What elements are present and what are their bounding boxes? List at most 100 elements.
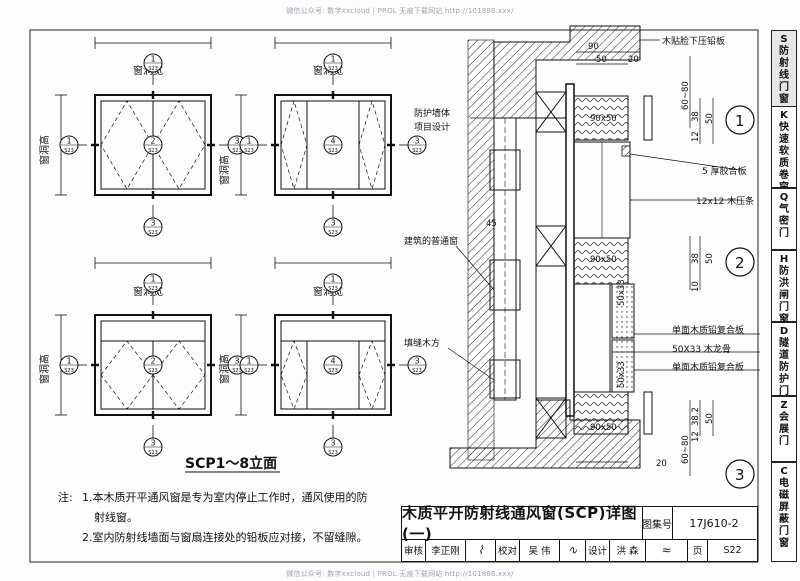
- dim-10-mid: 10: [691, 281, 701, 292]
- sidetab-char: 电: [779, 478, 789, 489]
- bubble-number: 3: [150, 219, 155, 228]
- sidetab-char: 门: [779, 302, 789, 313]
- bubble-sheet: S23: [148, 148, 158, 154]
- set-number: 17J610-2: [672, 507, 756, 540]
- sidetab-char: K: [780, 110, 788, 121]
- member-90x50-1: 90x50: [590, 114, 617, 124]
- elevations-caption: SCP1～8立面: [185, 455, 277, 472]
- sidetab-char: 门: [779, 436, 789, 447]
- label-plywood: 5 厚胶合板: [702, 165, 747, 177]
- dim-20-top: 20: [628, 55, 639, 65]
- bubble-sheet: S23: [244, 148, 254, 154]
- sidetab-char: 气: [779, 204, 789, 215]
- bubble-number: 1: [150, 275, 155, 284]
- dim-50-bottom: 50: [705, 413, 715, 424]
- bubble-number: 1: [66, 137, 71, 146]
- member-50x33-1: 50x33: [617, 279, 627, 306]
- sidetab-char: S: [780, 34, 788, 45]
- review-label: 审核: [402, 539, 426, 561]
- bubble-number: 3: [330, 219, 335, 228]
- bubble-number: 1: [330, 275, 335, 284]
- sidetab-char: 展: [779, 424, 789, 435]
- bubble-number: 3: [234, 357, 239, 366]
- elev3-height-label: 窗洞高: [38, 354, 51, 384]
- sidetab-char: Z: [780, 400, 788, 411]
- bubble-sheet: S23: [232, 148, 242, 154]
- page-number: S22: [723, 544, 742, 556]
- dim-38-mid: 38: [691, 253, 701, 264]
- elev2-height-label: 窗洞高: [218, 155, 231, 185]
- dim-12-bottom: 12: [691, 431, 701, 442]
- label-wood-strip: 12x12 木压条: [696, 195, 754, 207]
- bubble-sheet: S23: [148, 450, 158, 456]
- sidetab-char: 护: [779, 374, 789, 385]
- sidetab-char: 窗: [779, 314, 789, 325]
- sidetab-char: 窗: [779, 94, 789, 105]
- sidetab-char: 软: [779, 146, 789, 157]
- bubble-number: 2: [150, 357, 155, 366]
- dim-38-top: 38: [691, 111, 701, 122]
- bubble-sheet: S23: [328, 66, 338, 72]
- bubble-number: 2: [150, 137, 155, 146]
- design-label: 设计: [586, 539, 610, 561]
- member-90x50-3: 90x50: [590, 423, 617, 433]
- elevation-1: [53, 35, 233, 221]
- label-normal-window: 建筑的普通窗: [404, 235, 458, 247]
- sidetab-char: 线: [779, 70, 789, 81]
- sidetab-char: 门: [779, 82, 789, 93]
- sidetab-char: 防: [779, 46, 789, 57]
- label-single-board-2: 单面木质铅复合板: [672, 361, 744, 373]
- dim-50-mid: 50: [705, 253, 715, 264]
- sidetab-char: Q: [779, 192, 789, 203]
- bubble-number: 1: [330, 55, 335, 64]
- bubble-sheet: S23: [148, 66, 158, 72]
- bubble-sheet: S23: [328, 450, 338, 456]
- reviewer-name: 李正刚: [426, 539, 466, 561]
- detail-number-1: 1: [735, 112, 745, 130]
- bubble-sheet: S23: [244, 368, 254, 374]
- note-1b: 射线窗。: [94, 511, 138, 524]
- designer-name: 洪 森: [610, 539, 646, 561]
- sidetab-char: D: [779, 326, 789, 337]
- bottom-watermark: 微信公众号: 数字xxcloud | PROL 无痕下载网站 http://10…: [286, 570, 514, 578]
- bubble-sheet: S23: [148, 230, 158, 236]
- sidetab-char: 磁: [779, 490, 789, 501]
- bubble-sheet: S23: [412, 148, 422, 154]
- bubble-sheet: S23: [328, 148, 338, 154]
- check-label: 校对: [496, 539, 520, 561]
- dim-60-80-top: 60~80: [681, 81, 691, 110]
- bubble-number: 4: [330, 357, 335, 366]
- set-label: 图集号: [642, 507, 673, 540]
- member-50x33-2: 50x33: [617, 361, 627, 388]
- reference-bubbles: 1S233S231S232S233S231S233S231S234S233S23…: [59, 53, 427, 457]
- dim-38-2-bottom: 38.2: [691, 407, 701, 426]
- sidetab-char: 卷: [779, 170, 789, 181]
- label-wood-sill: 木贴脸下压铅板: [662, 35, 725, 47]
- dim-60-80-bottom: 60~80: [681, 435, 691, 464]
- bubble-number: 3: [414, 137, 419, 146]
- detail-number-2: 2: [735, 254, 745, 272]
- dim-20-bottom: 20: [656, 459, 667, 469]
- sidetab-char: 防: [779, 362, 789, 373]
- bubble-sheet: S23: [328, 368, 338, 374]
- notes: 注:1.本木质开平通风窗是专为室内停止工作时，通风使用的防 射线窗。 2.室内防…: [58, 488, 398, 548]
- drawing-title: 木质平开防射线通风窗(SCP)详图(一): [402, 504, 643, 543]
